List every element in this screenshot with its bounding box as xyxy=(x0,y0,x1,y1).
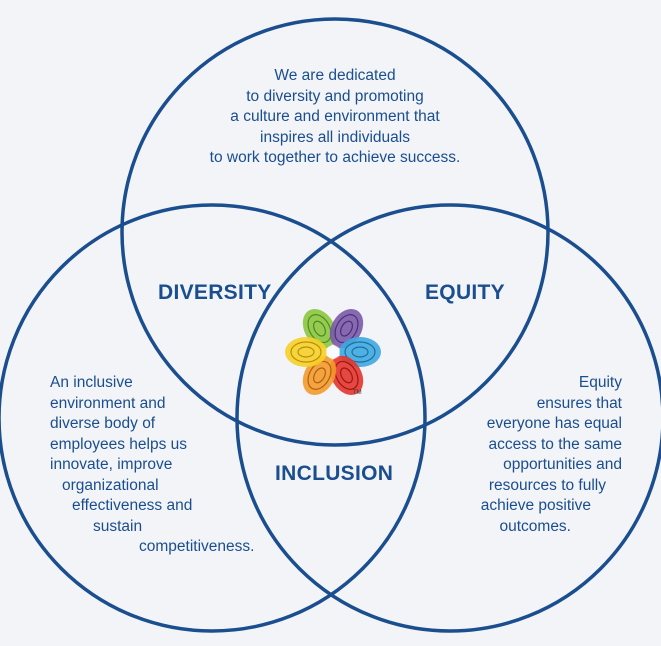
text-line: a culture and environment that xyxy=(230,108,440,125)
text-line: opportunities and xyxy=(503,456,622,473)
text-line: ensures that xyxy=(536,394,622,412)
text-line: everyone has equal xyxy=(486,415,622,432)
text-line: Equity xyxy=(578,374,622,391)
text-line: inspires all individuals xyxy=(260,128,410,146)
text-line: to diversity and promoting xyxy=(246,87,424,105)
text-line: achieve positive xyxy=(480,497,591,514)
trademark-mark: TM xyxy=(353,390,362,396)
circle-left xyxy=(0,203,427,633)
inclusion-description: An inclusive environment and diverse bod… xyxy=(50,373,254,558)
text-line: diverse body of xyxy=(50,415,156,432)
circle-right xyxy=(235,203,661,633)
text-line: resources to fully xyxy=(488,476,606,494)
text-line: employees helps us xyxy=(50,435,187,453)
diversity-label: DIVERSITY xyxy=(158,281,272,304)
text-line: access to the same xyxy=(488,435,622,453)
petal-red xyxy=(329,355,364,396)
petal-yellow xyxy=(285,337,327,367)
multicolor-fingerprint-flower-icon xyxy=(285,308,381,396)
text-line: An inclusive xyxy=(50,374,133,391)
text-line: environment and xyxy=(50,394,166,412)
top-description: We are dedicated to diversity and promot… xyxy=(173,66,497,169)
text-line: effectiveness and xyxy=(72,497,193,514)
text-line: outcomes. xyxy=(499,517,571,535)
equity-description: Equity ensures that everyone has equal a… xyxy=(446,373,622,537)
text-line: sustain xyxy=(93,517,143,535)
text-line: competitiveness. xyxy=(139,538,255,555)
inclusion-label: INCLUSION xyxy=(275,462,394,485)
text-line: innovate, improve xyxy=(50,456,173,473)
circle-top xyxy=(120,17,550,447)
text-line: We are dedicated xyxy=(274,67,396,84)
text-line: to work together to achieve success. xyxy=(209,149,461,166)
text-line: organizational xyxy=(62,476,159,494)
equity-label: EQUITY xyxy=(425,281,505,304)
